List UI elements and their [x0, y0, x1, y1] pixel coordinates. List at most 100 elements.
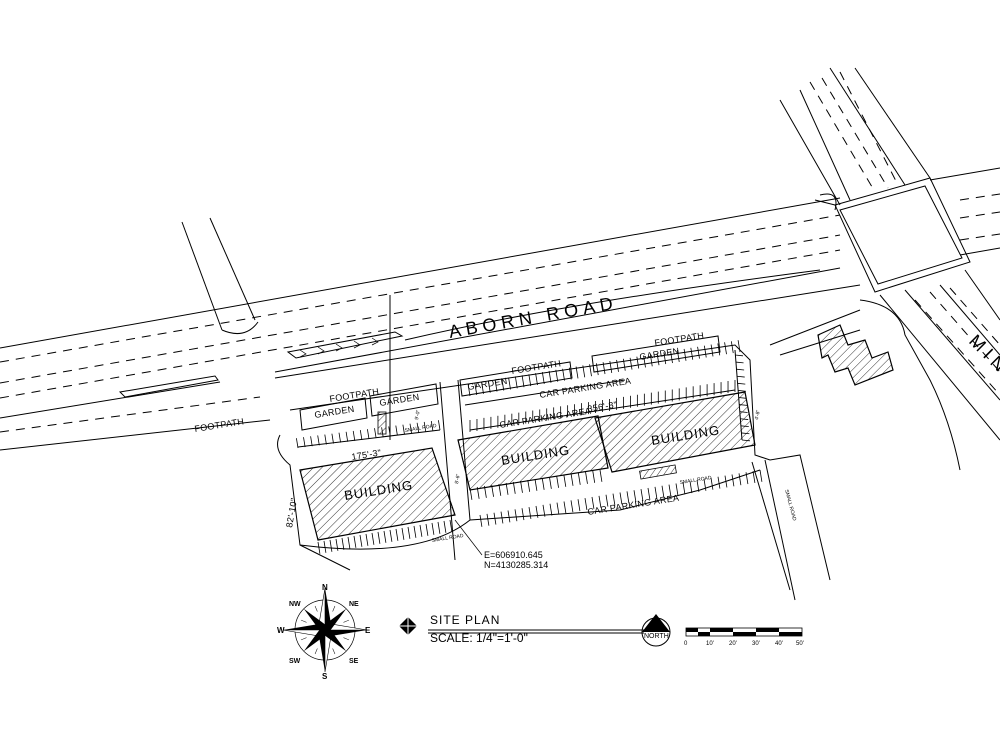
parking-stall-line	[577, 499, 581, 512]
parking-stall-line	[710, 477, 714, 490]
parking-stall-line	[389, 529, 393, 542]
parking-stall-line	[413, 525, 417, 538]
parking-stall-line	[612, 493, 616, 506]
parking-stall-line	[745, 472, 749, 485]
parking-stall-line	[598, 495, 602, 508]
aborn-road	[0, 167, 1000, 451]
parking-stall-line	[675, 483, 679, 496]
parking-stall-line	[476, 486, 480, 499]
parking-stall-line	[582, 365, 586, 378]
minc-road	[769, 67, 1000, 471]
parking-stall-line	[317, 435, 320, 446]
parking-stall-line	[508, 377, 511, 390]
parking-stall-line	[549, 476, 552, 489]
parking-stall-line	[388, 426, 391, 437]
parking-stall-line	[636, 356, 640, 369]
parking-stall-line	[739, 404, 748, 406]
parking-stall-line	[443, 520, 447, 533]
parking-stall-line	[402, 424, 405, 435]
parking-stall-line	[649, 354, 653, 367]
site-boundary	[277, 344, 831, 601]
dimension-6: 4'-8"	[754, 409, 762, 420]
parking-stall-line	[514, 509, 518, 522]
scale-tick-1: 10'	[706, 641, 714, 647]
parking-stall-line	[629, 357, 633, 370]
parking-stall-line	[341, 537, 345, 550]
parking-stall-line	[737, 390, 746, 392]
scale-tick-5: 50'	[796, 641, 804, 647]
parking-stall-line	[423, 421, 427, 432]
parking-stall-line	[740, 425, 749, 428]
parking-stall-line	[724, 475, 728, 488]
parking-stall-line	[335, 538, 339, 551]
parking-stall-line	[605, 494, 609, 507]
parking-stall-line	[535, 505, 539, 518]
scale-bar: 0 10' 20' 30' 40' 50'	[684, 627, 804, 647]
parking-stall-line	[556, 502, 560, 515]
dimension-4: 8'-6"	[454, 473, 462, 484]
stepped-structure	[817, 324, 894, 386]
footpath-label-4: FOOTPATH	[654, 330, 705, 348]
parking-stall-line	[521, 508, 525, 521]
parking-stall-line	[484, 485, 487, 498]
parking-stall-line	[487, 380, 491, 393]
parking-stall-line	[541, 371, 545, 384]
parking-stall-line	[619, 492, 623, 505]
north-label: NORTH	[644, 633, 669, 640]
parking-stall-line	[498, 483, 502, 496]
northing-label: N=4130285.314	[484, 560, 548, 570]
parking-stall-line	[359, 534, 363, 547]
footpath-label-2: FOOTPATH	[329, 386, 380, 404]
parking-stall-line	[501, 378, 505, 391]
small-road-label-4: SMALL ROAD	[783, 489, 797, 522]
parking-stall-line	[731, 474, 735, 487]
parking-label-3: CAR PARKING AREA	[587, 493, 680, 517]
parking-stall-line	[599, 469, 603, 482]
parking-stall-line	[584, 498, 588, 511]
scale-tick-3: 30'	[752, 641, 760, 647]
parking-stall-line	[520, 480, 523, 493]
parking-stall-line	[345, 431, 349, 442]
title-text: SITE PLAN	[430, 613, 500, 627]
parking-stall-line	[643, 355, 646, 368]
parking-stall-line	[338, 432, 341, 443]
left-cross-road	[181, 217, 259, 335]
parking-stall-line	[703, 478, 707, 491]
dimension-1: 175'-3"	[351, 447, 382, 462]
parking-stall-line	[697, 346, 700, 359]
parking-stall-line	[352, 430, 356, 441]
parking-stall-line	[467, 384, 471, 397]
parking-stalls	[296, 340, 763, 554]
compass-se: SE	[349, 658, 359, 665]
parking-stall-line	[493, 512, 497, 525]
parking-stall-line	[689, 481, 693, 494]
parking-stall-line	[469, 487, 473, 500]
parking-stall-line	[563, 474, 567, 487]
parking-stall-line	[507, 510, 511, 523]
parking-stall-line	[474, 382, 478, 395]
parking-stall-line	[395, 425, 398, 436]
parking-stall-line	[549, 503, 553, 516]
title-block: SITE PLAN SCALE: 1/4"=1'-0" NORTH	[399, 613, 671, 647]
parking-stall-line	[542, 504, 546, 517]
parking-stall-line	[740, 418, 749, 420]
parking-stall-line	[438, 420, 441, 431]
parking-stall-line	[296, 438, 299, 449]
parking-stall-line	[570, 500, 574, 513]
parking-stall-line	[383, 530, 387, 543]
compass-sw: SW	[289, 658, 301, 665]
parking-stall-line	[633, 490, 637, 503]
parking-stall-line	[736, 375, 745, 378]
parking-stall-line	[609, 360, 613, 373]
parking-stall-line	[577, 472, 581, 485]
parking-stall-line	[741, 439, 750, 442]
diamond-symbol	[399, 617, 417, 635]
building-1	[299, 447, 456, 541]
parking-stall-line	[401, 527, 405, 540]
parking-stall-line	[568, 367, 572, 380]
parking-stall-line	[717, 476, 721, 489]
building-3	[594, 391, 756, 473]
parking-stall-line	[407, 526, 411, 539]
parking-stall-line	[592, 470, 596, 483]
